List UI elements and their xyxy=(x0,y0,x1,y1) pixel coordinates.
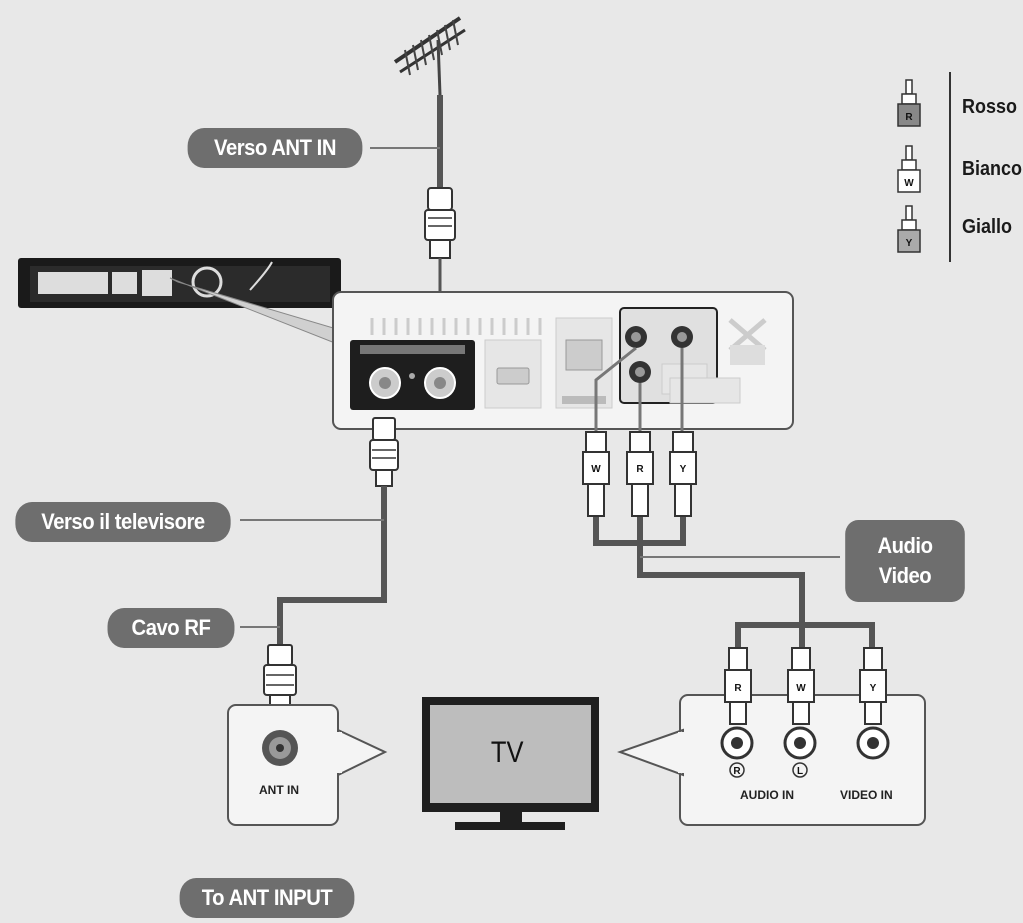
tv-label: TV xyxy=(490,736,524,769)
right-channel-mark: R xyxy=(733,766,741,777)
legend-red-plug-icon xyxy=(897,79,921,127)
tv-icon xyxy=(422,697,599,830)
rca-plugs-tv xyxy=(724,647,887,725)
plug-letter-tv-w: W xyxy=(796,683,806,694)
plug-letter-player-w: W xyxy=(591,464,601,475)
tv-ant-panel xyxy=(227,704,388,826)
label-to-ant-input: To ANT INPUT xyxy=(179,878,355,918)
coax-plug-top xyxy=(424,187,456,372)
label-to-ant-in: Verso ANT IN xyxy=(187,128,363,168)
left-channel-mark: L xyxy=(797,766,803,777)
label-audio-video: Audio Video xyxy=(845,520,965,602)
legend-white-label: Bianco xyxy=(962,158,1023,180)
label-to-tv: Verso il televisore xyxy=(15,502,231,542)
player-device-icon xyxy=(18,258,341,308)
plug-letter-tv-y: Y xyxy=(870,683,877,694)
legend-red-label: Rosso xyxy=(962,96,1018,118)
legend-white-letter: W xyxy=(904,178,914,189)
tv-av-panel xyxy=(617,694,926,826)
plug-letter-player-r: R xyxy=(636,464,644,475)
plug-letter-tv-r: R xyxy=(734,683,742,694)
legend-yellow-letter: Y xyxy=(906,238,913,249)
plug-letter-player-y: Y xyxy=(680,464,687,475)
rca-plugs-player xyxy=(582,431,697,517)
legend-red-letter: R xyxy=(905,112,913,123)
label-audio: Audio xyxy=(877,533,933,558)
av-cable xyxy=(593,515,875,652)
antenna-icon xyxy=(393,16,466,96)
coax-to-tv xyxy=(277,417,399,648)
back-panel-zoom xyxy=(332,291,794,430)
legend-white-plug-icon xyxy=(897,145,921,193)
audio-in-label: AUDIO IN xyxy=(740,788,794,802)
legend-yellow-label: Giallo xyxy=(962,216,1013,238)
label-rf-cable: Cavo RF xyxy=(107,608,235,648)
legend-yellow-plug-icon xyxy=(897,205,921,253)
label-video: Video xyxy=(878,563,932,588)
ant-in-label: ANT IN xyxy=(259,783,299,797)
video-in-label: VIDEO IN xyxy=(840,788,893,802)
